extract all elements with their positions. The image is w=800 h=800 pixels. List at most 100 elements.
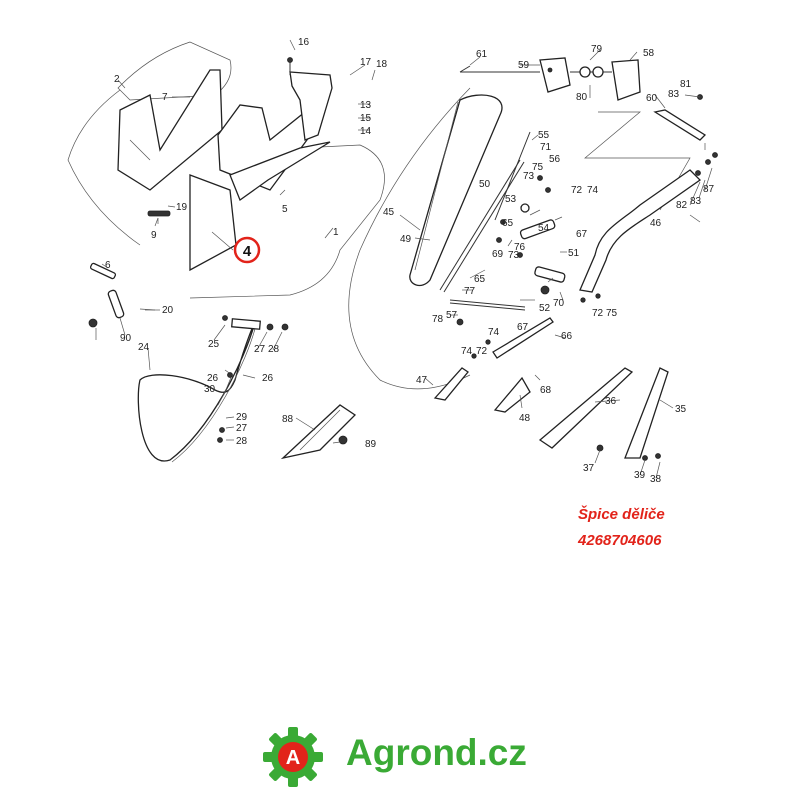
part-label: 16 (298, 37, 310, 48)
part-label: 88 (282, 414, 294, 425)
part-label: 74 (587, 185, 599, 196)
part-label: 30 (204, 384, 216, 395)
part-label: 82 (676, 200, 688, 211)
part-label: 72 (476, 346, 488, 357)
bracket-58 (611, 59, 641, 101)
divider-cover-4 (189, 141, 331, 272)
rod-50 (439, 159, 525, 293)
part-label: 52 (539, 303, 551, 314)
part-label: 25 (208, 339, 220, 350)
part-label: 65 (502, 218, 514, 229)
part-label: 2 (114, 74, 120, 85)
group-outline-45 (348, 87, 471, 390)
frame-46 (579, 169, 702, 293)
part-label: 80 (576, 92, 588, 103)
part-number-caption: 4268704606 (578, 532, 662, 549)
divider-plate-7 (117, 69, 223, 191)
part-label: 68 (540, 385, 552, 396)
bracket-16 (287, 57, 333, 141)
part-label: 14 (360, 126, 372, 137)
part-label: 71 (540, 142, 552, 153)
part-label: 87 (703, 184, 715, 195)
tip-87 (280, 404, 357, 460)
part-label: 90 (120, 333, 132, 344)
part-label: 49 (400, 234, 412, 245)
logo-text: Agrond.cz (346, 732, 527, 773)
part-name-caption: Špice děliče (578, 506, 665, 523)
tip-47 (433, 367, 469, 401)
arm-35 (624, 367, 669, 459)
part-label: 73 (508, 250, 520, 261)
group-outline-46 (584, 111, 691, 211)
part-label: 38 (650, 474, 662, 485)
divider-rod-49 (409, 94, 503, 287)
part-label: 83 (690, 196, 702, 207)
part-label: 36 (605, 396, 617, 407)
part-label: 74 (488, 327, 500, 338)
part-label: 78 (432, 314, 444, 325)
part-label: 48 (519, 413, 531, 424)
part-label: 60 (646, 93, 658, 104)
part-label: 6 (105, 260, 111, 271)
part-label: 59 (518, 60, 530, 71)
part-label: 58 (643, 48, 655, 59)
linkage-hardware (456, 94, 718, 461)
link-57 (449, 299, 526, 311)
bolt-9 (147, 210, 171, 224)
part-label: 83 (668, 89, 680, 100)
part-label: 69 (492, 249, 504, 260)
part-label: 28 (268, 344, 280, 355)
part-label: 5 (282, 204, 288, 215)
part-label: 73 (523, 171, 535, 182)
pin-6 (89, 262, 117, 280)
part-label: 46 (650, 218, 662, 229)
part-label: 24 (138, 342, 150, 353)
gear-icon: A (263, 727, 323, 787)
part-label: 26 (207, 373, 219, 384)
part-label: 75 (532, 162, 544, 173)
part-label: 75 (606, 308, 618, 319)
part-label: 26 (262, 373, 274, 384)
plate-66 (492, 317, 554, 359)
brand-logo[interactable]: A Agrond.cz (262, 726, 562, 788)
link-89 (88, 289, 156, 328)
part-label: 67 (517, 322, 529, 333)
part-label: 39 (634, 470, 646, 481)
part-label: 53 (505, 194, 517, 205)
part-label: 61 (476, 49, 488, 60)
tip-48 (493, 376, 531, 413)
part-label: 81 (680, 79, 692, 90)
spring-78 (570, 66, 612, 78)
handle-61 (459, 65, 540, 73)
part-label: 17 (360, 57, 372, 68)
group-outline-1 (189, 144, 385, 299)
rod-55 (494, 131, 531, 221)
part-label: 9 (151, 230, 157, 241)
part-label: 79 (591, 44, 603, 55)
logo-letter: A (286, 747, 300, 769)
part-label: 72 (592, 308, 604, 319)
part-label: 37 (583, 463, 595, 474)
part-label: 7 (162, 92, 168, 103)
part-label: 57 (446, 310, 458, 321)
part-label: 76 (514, 242, 526, 253)
part-label: 45 (383, 207, 395, 218)
part-label: 20 (162, 305, 174, 316)
part-label: 51 (568, 248, 580, 259)
leader-lines (95, 39, 713, 479)
part-label: 13 (360, 100, 372, 111)
part-label: 35 (675, 404, 687, 415)
part-label: 18 (376, 59, 388, 70)
part-label: 70 (553, 298, 565, 309)
highlight-callout: 4 (211, 231, 261, 264)
part-label: 72 (571, 185, 583, 196)
part-label: 27 (254, 344, 266, 355)
part-label: 19 (176, 202, 188, 213)
part-label: 1 (333, 227, 339, 238)
part-label: 66 (561, 331, 573, 342)
part-label: 55 (538, 130, 550, 141)
part-label: 65 (474, 274, 486, 285)
plate-60 (653, 109, 707, 141)
part-label: 15 (360, 113, 372, 124)
part-label: 47 (416, 375, 428, 386)
